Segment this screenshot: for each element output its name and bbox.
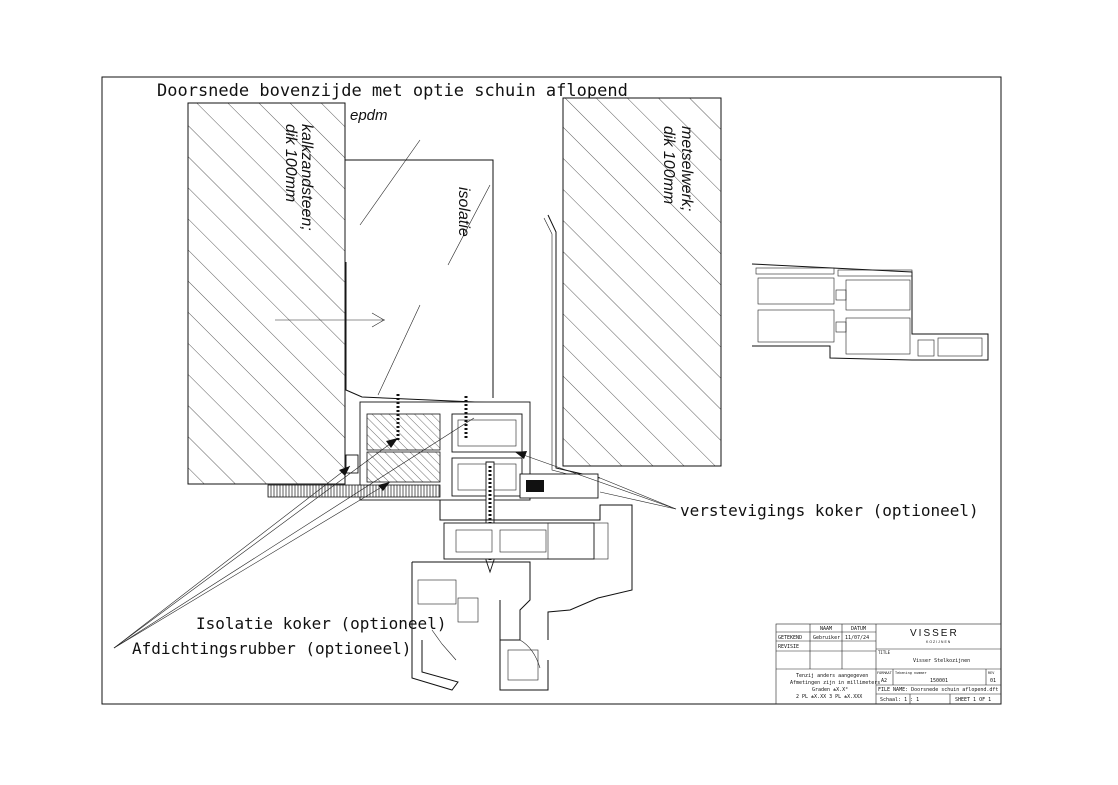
kalkzandsteen-wall [187,102,346,485]
metselwerk-wall [562,97,722,467]
tb-getekend-naam: Gebruiker [813,635,840,641]
tb-rev-value: 01 [990,678,996,684]
tb-rev-label: REV [988,671,995,675]
isolatie-block [275,139,494,398]
metselwerk-label-1: metselwerk; [678,126,695,211]
kalkzandsteen-label-1: kalkzandsteen; [298,124,315,231]
tb-company-sub: KOZIJNEN [926,640,951,644]
tb-col-naam: NAAM [820,626,832,632]
tb-col-datum: DATUM [851,626,866,632]
tb-schaal: Schaal: 1 : 1 [880,697,919,703]
tb-tekening-label: Tekening nummer [895,671,927,675]
tb-format-label: FORMAAT [877,671,893,675]
leader-lines [113,417,677,649]
kalkzandsteen-label-2: dik 100mm [282,124,299,202]
tb-notes-3: Graden ±X.X° [812,687,848,693]
isolatie-koker-label: Isolatie koker (optioneel) [196,614,446,633]
tb-format-value: A2 [881,678,887,684]
title-block: NAAM DATUM GETEKEND Gebruiker 11/07/24 R… [775,623,1002,705]
afdichtingsrubber-label: Afdichtingsrubber (optioneel) [132,639,411,658]
tb-file-name: FILE NAME: Doorsnede schuin aflopend.dft [878,687,998,693]
tb-sheet: SHEET 1 OF 1 [955,697,991,703]
tb-notes-4: 2 PL ±X.XX 3 PL ±X.XXX [796,694,862,700]
tb-title-label: TITLE [878,650,891,655]
sheet-border [101,76,1002,705]
tb-tekening-value: 150001 [930,678,948,684]
window-frame-profile [411,500,633,691]
stelkozijn-profile [267,401,599,501]
tb-notes-2: Afmetingen zijn in millimeters [790,680,880,686]
tb-title-value: Visser Stelkozijnen [913,658,970,664]
tb-getekend-datum: 11/07/24 [845,635,869,641]
epdm-label: epdm [350,107,388,124]
tb-notes-1: Tenzij anders aangegeven [796,673,868,679]
tb-company-name: VISSER [910,628,959,639]
profile-section-detail [751,263,989,361]
verstevigings-koker-label: verstevigings koker (optioneel) [680,501,979,520]
tb-row-revisie: REVISIE [778,644,799,650]
metselwerk-label-2: dik 100mm [660,126,677,204]
isolatie-label: isolatie [455,187,472,237]
drawing-title: Doorsnede bovenzijde met optie schuin af… [157,81,628,101]
tb-row-getekend: GETEKEND [778,635,802,641]
